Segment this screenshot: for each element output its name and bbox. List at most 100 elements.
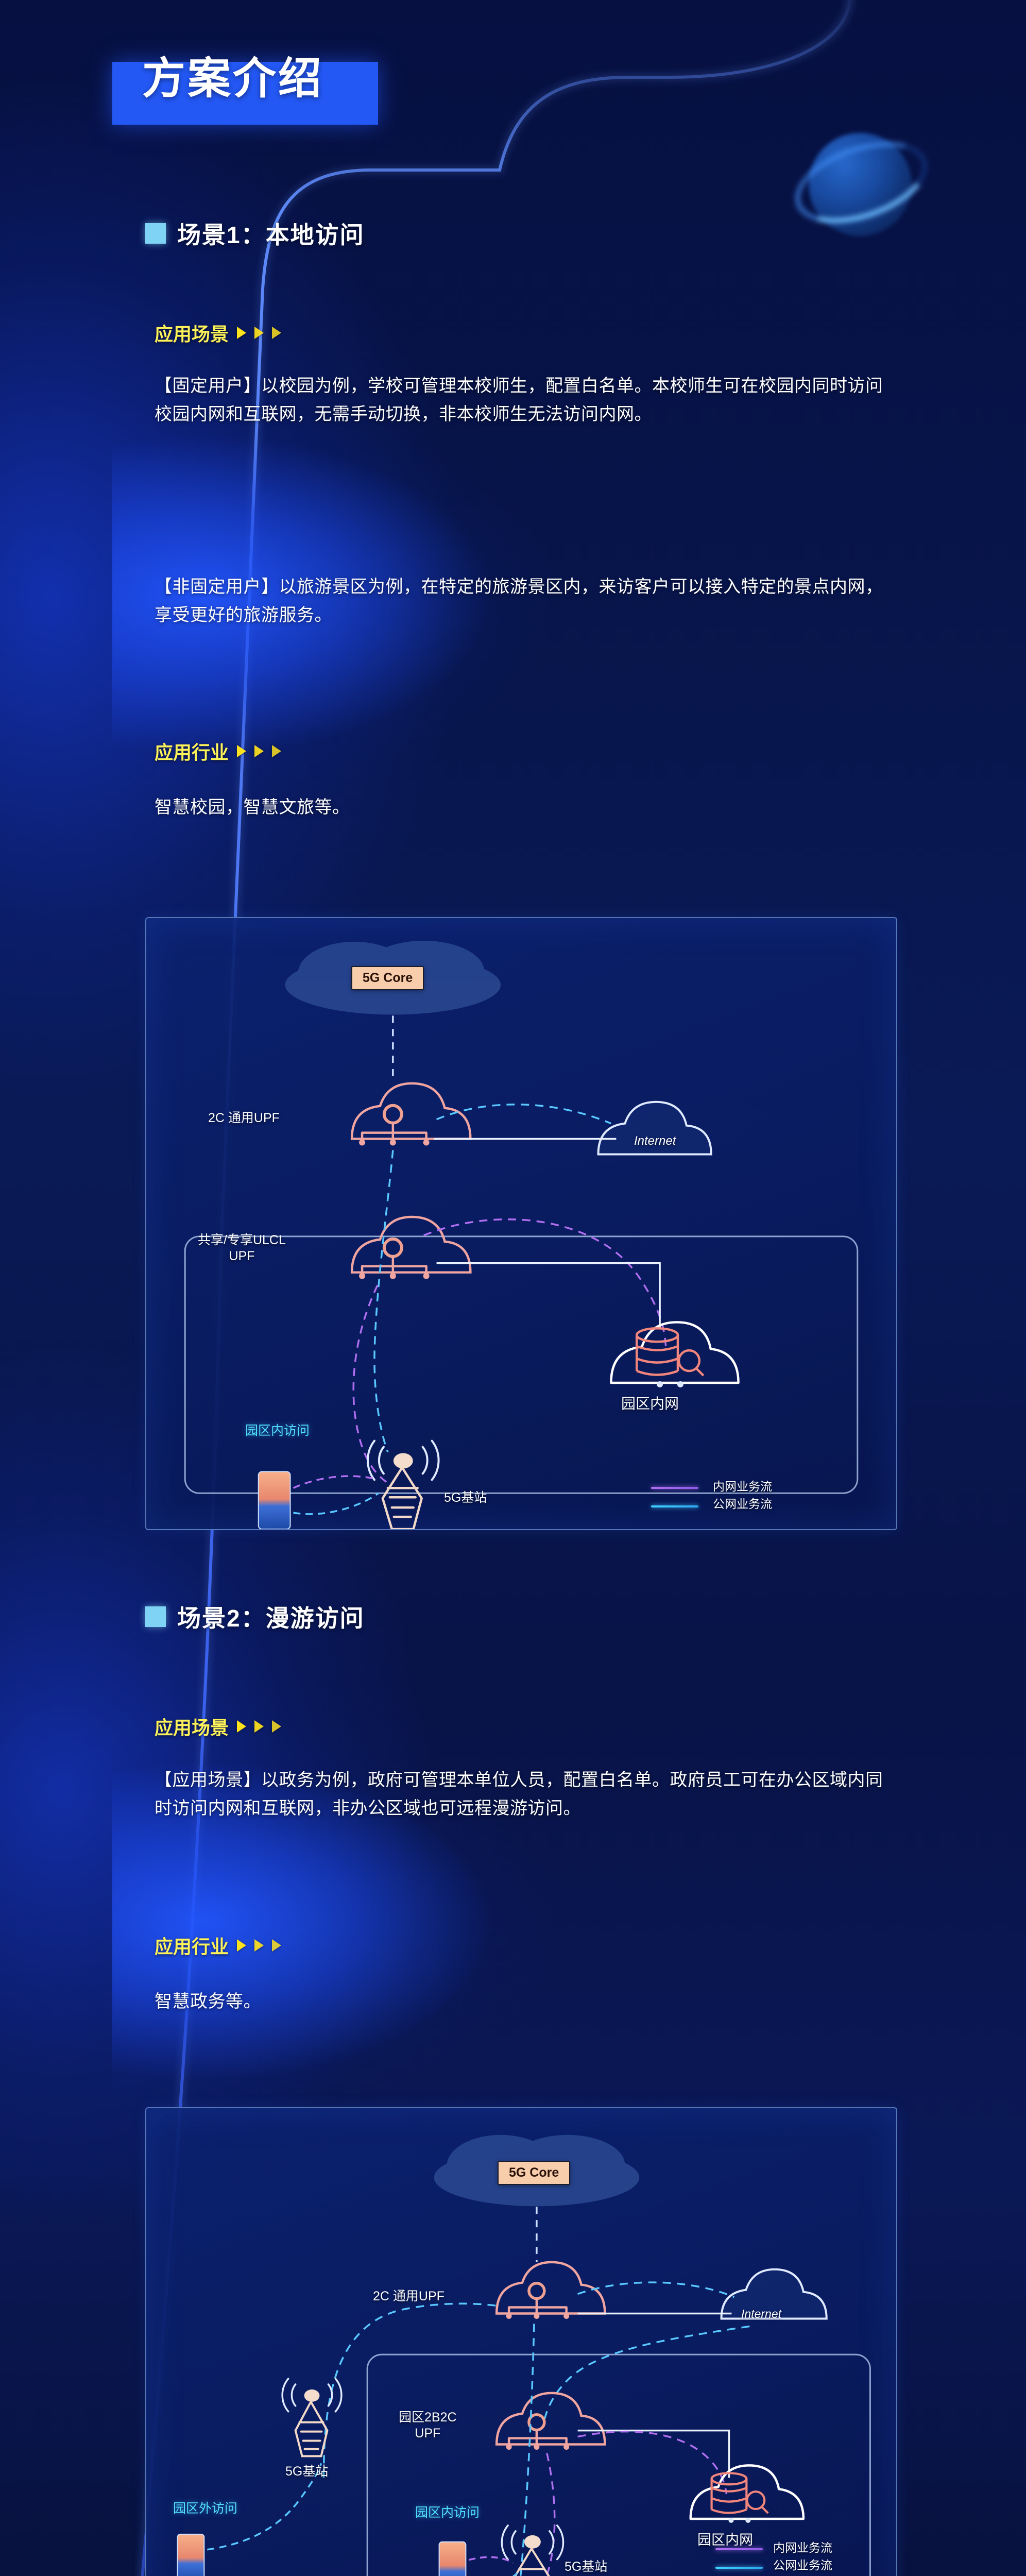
- industry-label: 应用行业: [155, 1936, 229, 1957]
- planet-decoration: [784, 118, 938, 252]
- internet-cloud-icon: [720, 2268, 828, 2320]
- diagram-2-internet-label: Internet: [741, 2307, 781, 2320]
- triangle-right-icon: [272, 1939, 282, 1952]
- scene-2-network-diagram: 5G Core 2C 通用UPF 园区2B2C UPF Internet 园区内…: [145, 2107, 897, 2576]
- campus-intranet-cloud-icon: [689, 2464, 805, 2520]
- triangle-right-icon: [272, 327, 282, 339]
- diagram-1-upf-2c-label: 2C 通用UPF: [208, 1111, 280, 1125]
- text-glow-band-2: [112, 1682, 1026, 2161]
- upf-ulcl-cloud-icon: [350, 1215, 472, 1279]
- base-station-inner-tower-icon: [501, 2524, 565, 2576]
- scene-1-heading: 场景1：本地访问: [145, 216, 365, 250]
- flow-public-internet-to-2b2cupf: [542, 2325, 750, 2427]
- diagram-2-access-inside-label: 园区内访问: [415, 2505, 480, 2520]
- scene-marker-icon: [145, 1606, 166, 1627]
- diagram-2-upf-2c-label: 2C 通用UPF: [373, 2289, 444, 2303]
- industry-label: 应用行业: [155, 742, 229, 763]
- campus-area-box: [184, 1235, 859, 1494]
- scene-2-industry-heading: 应用行业: [155, 1932, 282, 1959]
- legend-line-public: [715, 2567, 763, 2569]
- diagram-1-internet-label: Internet: [634, 1134, 676, 1148]
- flow-public-inner-phone-to-basestation: [512, 2572, 518, 2576]
- flow-intranet-ulcl-to-campusnet: [423, 1218, 667, 1350]
- scene-2-heading: 场景2：漫游访问: [145, 1600, 365, 1634]
- flow-public-upf-internet: [577, 2281, 735, 2298]
- diagram-1-access-inside-label: 园区内访问: [245, 1423, 310, 1438]
- diagram-2-basestation-outer-label: 5G基站: [285, 2464, 329, 2479]
- database-icon: [636, 1327, 705, 1387]
- base-station-icon: [367, 1439, 440, 1529]
- diagram-2-upf-2b2c-label: 园区2B2C UPF: [399, 2410, 457, 2441]
- usecase-label: 应用场景: [155, 1717, 229, 1738]
- triangle-right-icon: [254, 1720, 264, 1733]
- flow-public-phone-tower: [293, 1492, 379, 1515]
- scene-1-paragraph-fixed-users: 【固定用户】以校园为例，学校可管理本校师生，配置白名单。本校师生可在校园内同时访…: [155, 376, 883, 425]
- triangle-right-icon: [254, 1939, 264, 1952]
- triangle-right-icon: [237, 1720, 247, 1733]
- legend-label-public: 公网业务流: [713, 1497, 772, 1511]
- flow-intranet-2b2cupf-to-campusnet: [577, 2430, 728, 2495]
- triangle-right-icon: [237, 1939, 247, 1952]
- base-station-outer-icon: [281, 2378, 343, 2458]
- triangle-right-icon: [254, 745, 264, 757]
- smartphone-outer-icon: [177, 2533, 205, 2576]
- diagram-1-basestation-label: 5G基站: [444, 1490, 487, 1505]
- planet-ring: [784, 126, 938, 239]
- legend-line-intranet: [651, 1487, 698, 1489]
- legend-line-intranet: [715, 2548, 763, 2550]
- triangle-right-icon: [272, 1720, 282, 1733]
- upf-2b2c-cloud-icon: [495, 2392, 606, 2450]
- diagram-2-access-outside-label: 园区外访问: [173, 2501, 238, 2516]
- page-title-block: 方案介绍: [112, 57, 379, 125]
- internet-cloud-icon: [597, 1100, 712, 1156]
- scene-1-title: 场景1：本地访问: [177, 222, 365, 248]
- diagram-1-core-label: 5G Core: [351, 966, 424, 990]
- flow-intranet-phone-tower: [293, 1475, 375, 1489]
- scene-1-industry-heading: 应用行业: [155, 738, 282, 765]
- planet-globe: [809, 133, 912, 236]
- page-title-chip: 方案介绍: [112, 57, 379, 125]
- database-icon: [710, 2472, 769, 2523]
- scene-2-usecase-heading: 应用场景: [155, 1713, 282, 1740]
- link-2b2cupf-to-campusnet-solid: [577, 2429, 730, 2478]
- diagram-1-legend: 内网业务流 公网业务流: [651, 1480, 821, 1521]
- flow-intranet-inner-phone-to-basestation: [468, 2556, 514, 2564]
- scene-2-title: 场景2：漫游访问: [177, 1605, 365, 1632]
- scene-2-paragraph-industry: 智慧政务等。: [155, 1992, 261, 2011]
- flow-public-outer-basestation-to-upf: [322, 2302, 501, 2478]
- usecase-label: 应用场景: [155, 324, 229, 345]
- diagram-1-upf-ulcl-label: 共享/专享ULCL UPF: [198, 1233, 286, 1263]
- flow-public-upf-to-inner-basestation: [519, 2324, 535, 2576]
- flow-intranet-2b2cupf-to-basestation: [545, 2453, 556, 2576]
- page-title: 方案介绍: [142, 54, 324, 103]
- campus-area-box: [366, 2353, 871, 2576]
- flow-public-outer-phone-to-basestation: [207, 2463, 322, 2551]
- legend-line-public: [651, 1505, 698, 1507]
- flow-public-upf-internet: [436, 1103, 612, 1125]
- smartphone-icon: [258, 1471, 291, 1529]
- scene-marker-icon: [145, 223, 166, 244]
- flow-intranet-ulcl-to-basestation: [352, 1284, 388, 1484]
- scene-1-network-diagram: 5G Core 2C 通用UPF 共享/专享ULCL UPF Internet …: [145, 917, 897, 1530]
- triangle-right-icon: [237, 327, 247, 339]
- diagram-2-basestation-inner-label: 5G基站: [565, 2560, 608, 2574]
- flow-public-upf-to-basestation: [373, 1150, 394, 1453]
- scene-1-paragraph-industry: 智慧校园，智慧文旅等。: [155, 798, 350, 817]
- scene-1-usecase-heading: 应用场景: [155, 319, 282, 346]
- diagram-2-legend: 内网业务流 公网业务流: [715, 2541, 885, 2576]
- scene-1-paragraph-nonfixed-users: 【非固定用户】以旅游景区为例，在特定的旅游景区内，来访客户可以接入特定的景点内网…: [155, 577, 883, 625]
- diagram-1-campusnet-label: 园区内网: [621, 1396, 679, 1412]
- campus-intranet-cloud-icon: [610, 1321, 740, 1384]
- triangle-right-icon: [237, 745, 247, 757]
- legend-label-public: 公网业务流: [773, 2558, 832, 2572]
- legend-label-intranet: 内网业务流: [713, 1480, 772, 1493]
- smartphone-inner-icon: [438, 2541, 467, 2576]
- link-ulcl-to-campusnet-solid: [436, 1262, 661, 1329]
- diagram-2-campusnet-label: 园区内网: [697, 2532, 753, 2548]
- upf-2c-cloud-icon: [495, 2261, 606, 2319]
- scene-2-paragraph-usecase: 【应用场景】以政务为例，政府可管理本单位人员，配置白名单。政府员工可在办公区域内…: [155, 1770, 883, 1819]
- upf-2c-cloud-icon: [350, 1082, 472, 1146]
- legend-label-intranet: 内网业务流: [773, 2541, 832, 2554]
- triangle-right-icon: [272, 745, 282, 757]
- diagram-2-core-label: 5G Core: [498, 2161, 571, 2185]
